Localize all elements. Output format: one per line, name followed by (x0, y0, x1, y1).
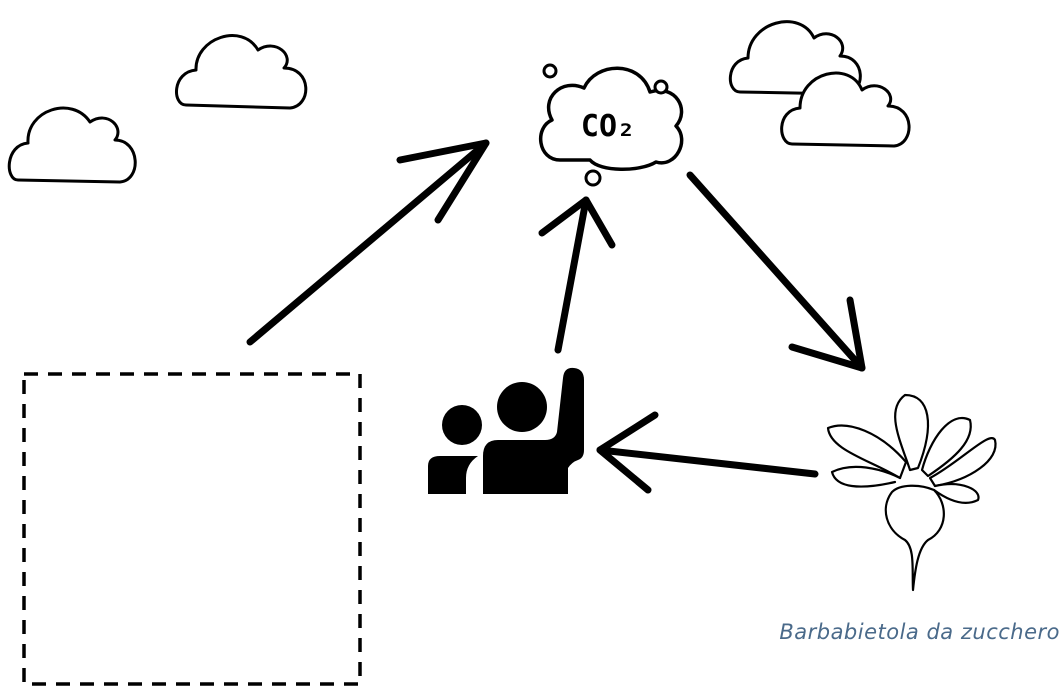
co2-label: CO₂ (581, 109, 635, 144)
beet-label: Barbabietola da zucchero (779, 620, 1060, 644)
arrow-people-to-co2 (538, 196, 616, 354)
arrow-beet-to-people (596, 411, 819, 494)
sugar-beet-icon (826, 393, 997, 592)
arrow-box-to-co2 (246, 139, 490, 346)
co2-cloud-icon: CO₂ (538, 63, 684, 187)
placeholder-box (22, 372, 362, 686)
cloud-icon (7, 106, 137, 184)
cloud-icon (780, 71, 911, 148)
cloud-icon (175, 34, 308, 110)
people-raising-hand-icon (428, 367, 584, 494)
arrow-co2-to-beet (686, 171, 866, 372)
